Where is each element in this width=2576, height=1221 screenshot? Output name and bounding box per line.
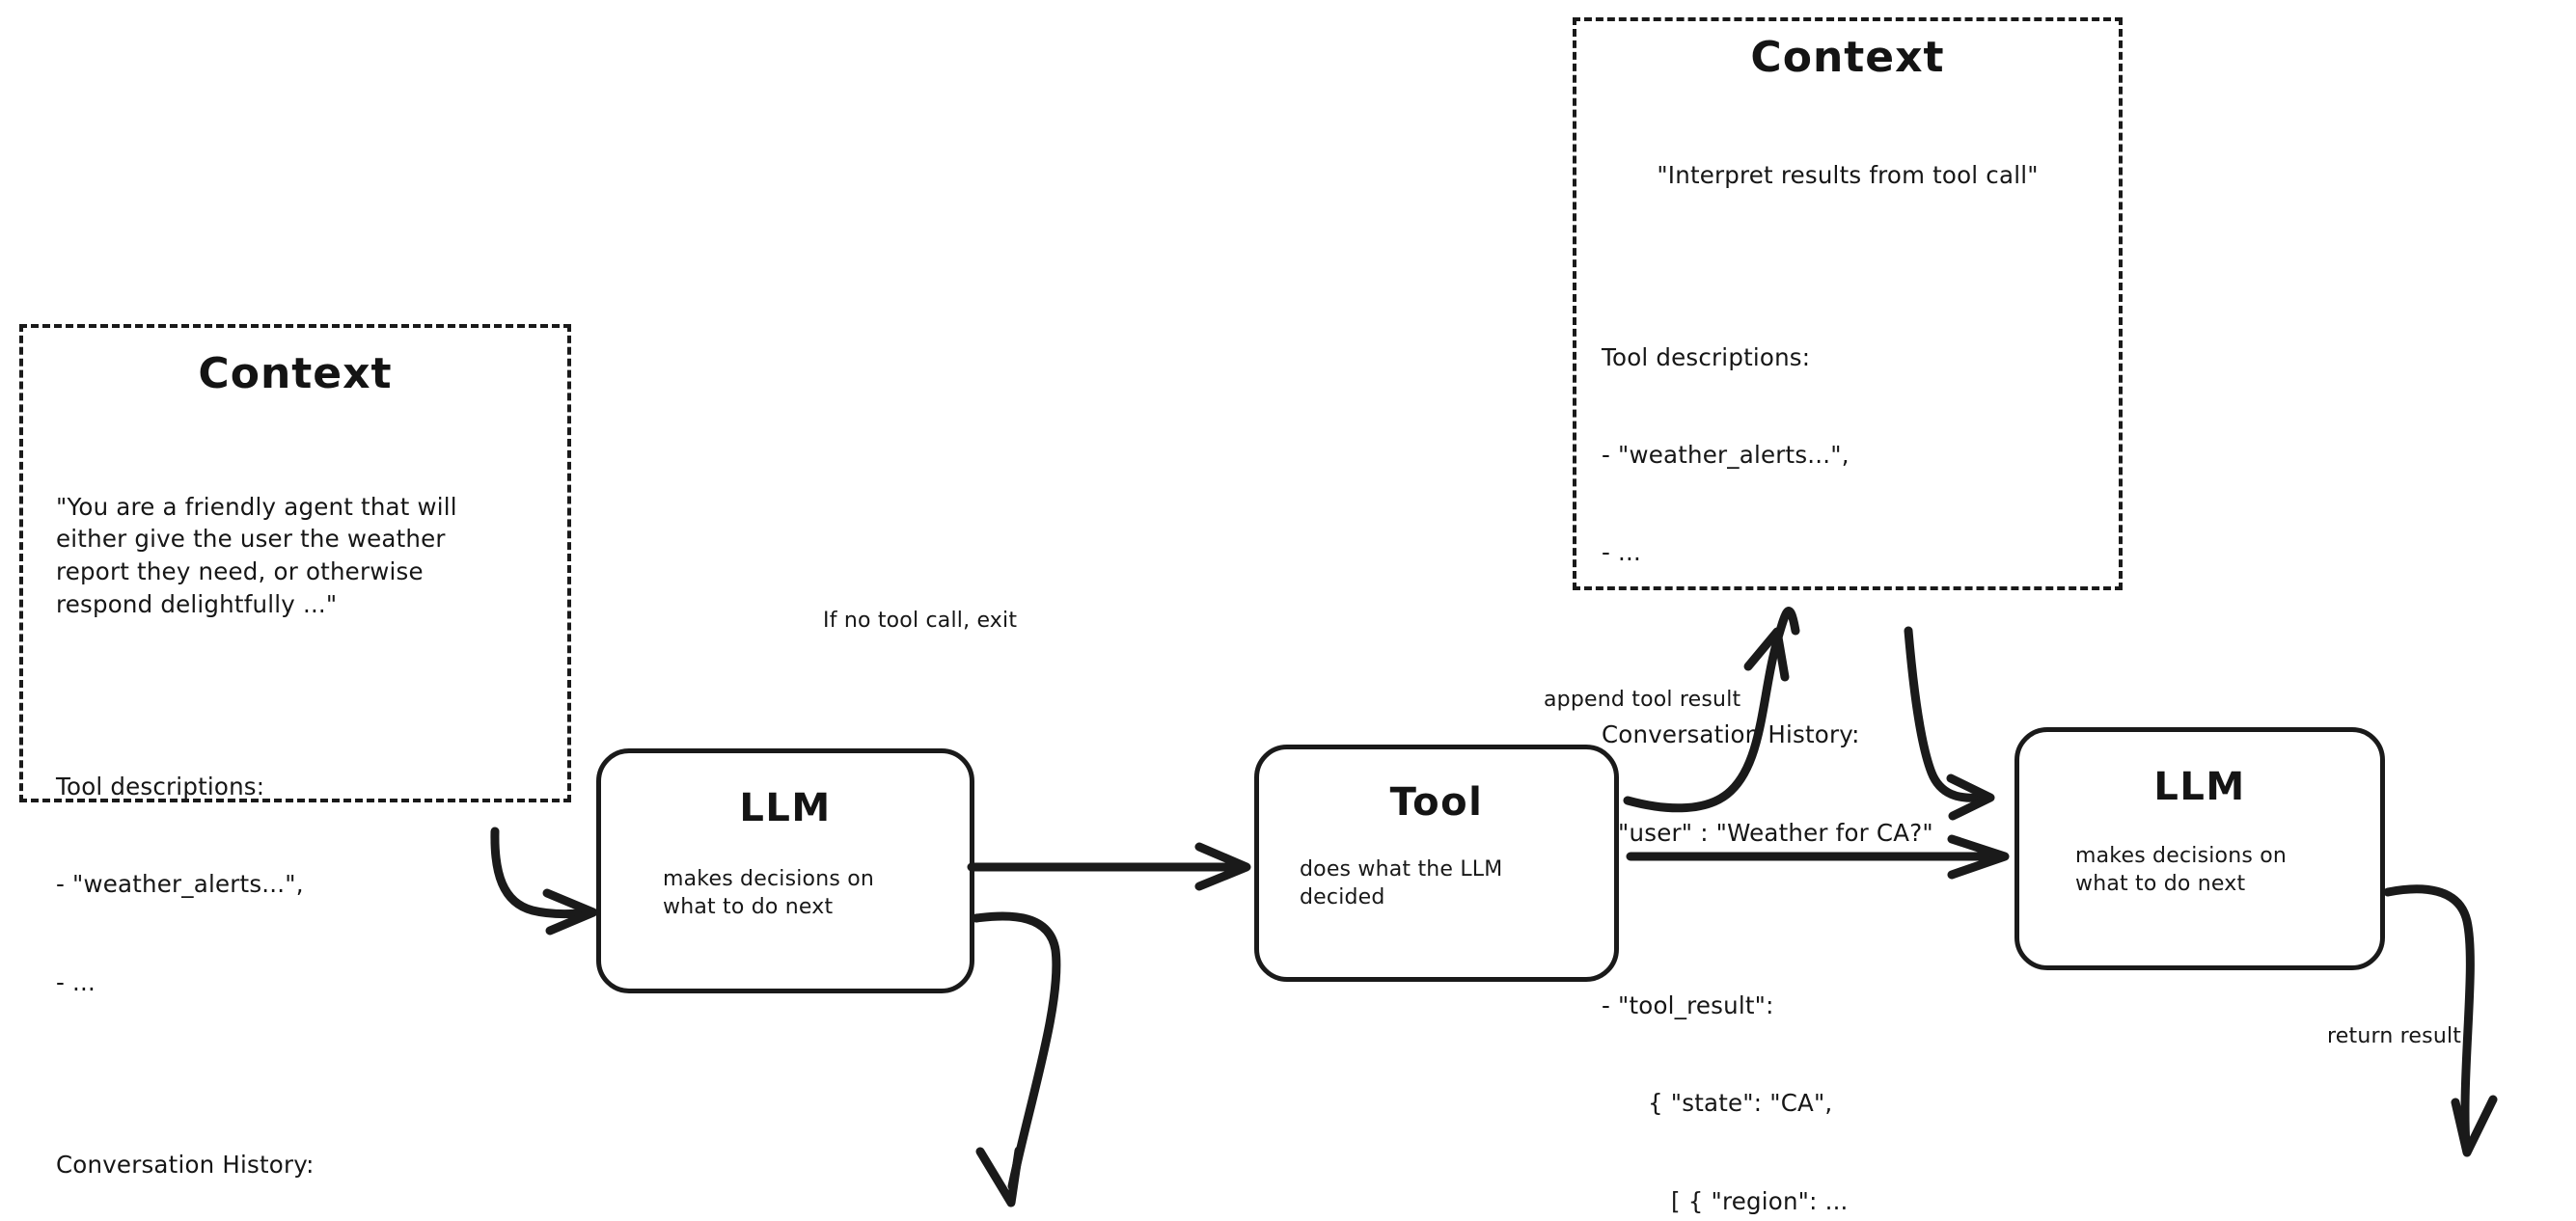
node-tool-title: Tool xyxy=(1389,780,1484,825)
spacer xyxy=(1602,257,2094,276)
context-right-title: Context xyxy=(1750,33,1945,82)
context-left-title: Context xyxy=(198,349,393,398)
node-llm-2-subtitle: makes decisions on what to do next xyxy=(2075,844,2288,897)
context-right-prompt: "Interpret results from tool call" xyxy=(1657,160,2039,189)
node-llm-1[interactable]: LLM makes decisions on what to do next xyxy=(596,748,974,993)
context-box-left: Context "You are a friendly agent that w… xyxy=(19,324,571,1179)
arrow-llm-1-exit xyxy=(972,911,1061,1191)
context-left-tools-line-1: - "weather_alerts...", xyxy=(56,870,304,899)
edge-label-append-tool-result: append tool result xyxy=(1544,688,1741,712)
context-right-tools-line-1: - "weather_alerts...", xyxy=(1602,440,1850,469)
context-right-tools-line-2: - ... xyxy=(1602,538,1641,567)
arrow-llm-2-return-head xyxy=(2451,1095,2498,1157)
context-left-tools-line-2: - ... xyxy=(56,967,96,996)
node-llm-1-subtitle: makes decisions on what to do next xyxy=(663,867,875,920)
arrow-llm-2-return xyxy=(2383,884,2475,1151)
node-llm-1-title: LLM xyxy=(739,786,832,830)
spacer xyxy=(1602,635,2094,654)
context-left-tools-heading: Tool descriptions: xyxy=(56,772,265,800)
context-right-history-line-1: - "user" : "Weather for CA?" xyxy=(1602,818,1933,847)
spacer xyxy=(56,1064,534,1083)
context-right-result-line-2: [ { "region": ... xyxy=(1671,1186,1849,1215)
node-tool-subtitle: does what the LLM decided xyxy=(1300,857,1503,910)
context-left-history-heading: Conversation History: xyxy=(56,1150,315,1179)
context-left-prompt: "You are a friendly agent that will eith… xyxy=(56,492,457,618)
arrow-llm-1-to-tool-head xyxy=(1194,842,1251,891)
context-right-result-line-1: { "state": "CA", xyxy=(1648,1089,1833,1118)
node-llm-2[interactable]: LLM makes decisions on what to do next xyxy=(2014,727,2385,970)
arrow-llm-1-exit-head xyxy=(975,1146,1024,1207)
edge-label-exit: If no tool call, exit xyxy=(823,609,1018,633)
context-right-history-line-2: - "tool_result": xyxy=(1602,990,1774,1019)
context-right-tools-heading: Tool descriptions: xyxy=(1602,342,1811,371)
node-tool[interactable]: Tool does what the LLM decided xyxy=(1254,745,1619,982)
node-llm-2-title: LLM xyxy=(2153,765,2246,809)
context-box-right: Context "Interpret results from tool cal… xyxy=(1573,17,2123,1215)
edge-label-return-result: return result xyxy=(2327,1024,2462,1048)
spacer xyxy=(56,686,534,705)
